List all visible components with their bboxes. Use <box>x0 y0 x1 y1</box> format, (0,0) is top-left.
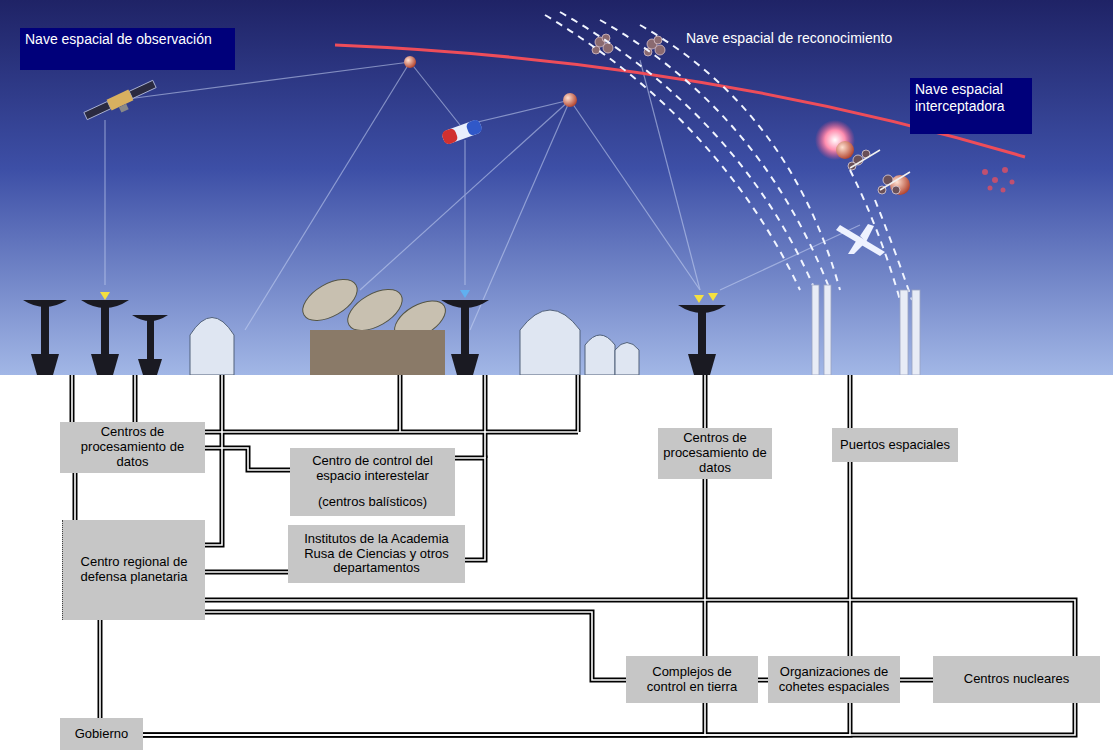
node-text: Puertos espaciales <box>837 438 953 453</box>
double-connector <box>900 678 933 683</box>
node-text: Centro de control del espacio interestel… <box>295 454 450 484</box>
sky-background <box>0 0 1113 375</box>
double-connector <box>205 600 1075 656</box>
process-box: Centro de control del espacio interestel… <box>290 448 455 516</box>
double-connector <box>205 571 288 573</box>
node-text: Centros de procesamiento de datos <box>65 425 200 470</box>
node-text: Nave espacial interceptadora <box>915 81 1027 115</box>
radar-dishes <box>296 271 452 375</box>
connector-inner-layer <box>75 448 1075 735</box>
process-box: Centros de procesamiento de datos <box>658 428 772 479</box>
missile-trails <box>545 12 912 300</box>
node-text: (centros balísticos) <box>295 495 450 510</box>
process-box: Institutos de la Academia Rusa de Cienci… <box>288 525 465 583</box>
double-connector <box>143 703 850 735</box>
double-connector <box>848 462 853 656</box>
process-box: Centros nucleares <box>933 656 1100 703</box>
double-connector <box>205 612 626 680</box>
double-connector <box>849 462 851 656</box>
process-box: Centro regional de defensa planetaria <box>62 520 205 620</box>
double-connector <box>143 703 1075 735</box>
double-connector <box>73 473 78 520</box>
node-text: Centros de procesamiento de datos <box>663 431 767 476</box>
double-connector <box>143 703 850 735</box>
airplane <box>836 224 885 256</box>
double-connector <box>758 678 768 683</box>
double-connector <box>74 473 76 520</box>
node-text: Complejos de control en tierra <box>631 665 753 695</box>
connector-outer-layer <box>75 448 1075 735</box>
rockets <box>812 285 920 375</box>
double-connector <box>205 600 1075 656</box>
process-box: Centros de procesamiento de datos <box>60 422 205 473</box>
double-connector <box>143 703 705 735</box>
node-text: Centro regional de defensa planetaria <box>68 555 200 585</box>
orbit-bodies <box>404 56 910 195</box>
signal-beams <box>105 60 860 330</box>
node-text: Organizaciones de cohetes espaciales <box>773 665 895 695</box>
double-connector <box>143 703 705 735</box>
node-text: Nave espacial de observación <box>25 31 230 48</box>
spacecraft-label: Nave espacial de reconocimiento <box>686 30 892 46</box>
label-box: Nave espacial interceptadora <box>910 78 1032 134</box>
node-text: Gobierno <box>65 727 138 742</box>
transport-spacecraft <box>441 119 483 146</box>
double-connector <box>758 679 768 681</box>
process-box: Complejos de control en tierra <box>626 656 758 703</box>
node-text: Centros nucleares <box>938 672 1095 687</box>
process-box: Organizaciones de cohetes espaciales <box>768 656 900 703</box>
double-connector <box>205 448 290 470</box>
double-connector <box>99 620 101 718</box>
wire <box>205 375 222 545</box>
double-connector <box>98 620 103 718</box>
node-text: Institutos de la Academia Rusa de Cienci… <box>293 532 460 577</box>
double-connector <box>143 703 1075 735</box>
process-box: Gobierno <box>60 718 143 750</box>
double-connector <box>703 479 708 656</box>
observation-satellite <box>83 79 159 127</box>
signal-markers <box>100 290 718 303</box>
label-box: Nave espacial de observación <box>20 28 235 70</box>
double-connector <box>205 448 290 470</box>
double-connector <box>205 570 288 575</box>
double-connector <box>900 679 933 681</box>
process-box: Puertos espaciales <box>832 428 958 462</box>
observatory-domes <box>190 310 639 375</box>
double-connector <box>704 479 706 656</box>
double-connector <box>205 612 626 680</box>
debris <box>982 167 1015 193</box>
